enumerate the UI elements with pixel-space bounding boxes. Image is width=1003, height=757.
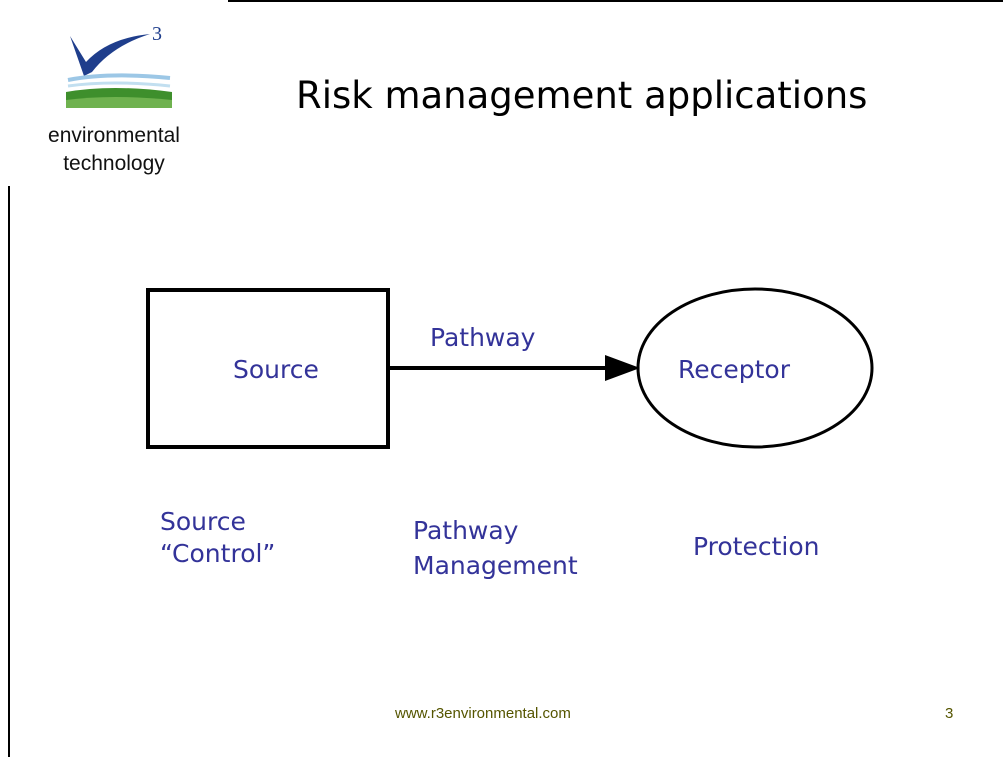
pathway-arrowhead-icon [605,355,640,381]
pathway-management-line2: Management [413,551,578,580]
logo-mark-icon: 3 [66,23,172,108]
footer-url: www.r3environmental.com [395,705,571,722]
left-border-line [8,186,10,757]
receptor-ellipse [636,287,874,449]
logo-text-environmental: environmental [48,124,180,147]
pathway-management-line1: Pathway [413,516,519,545]
source-control-line1: Source [160,507,246,536]
protection-label: Protection [693,532,820,561]
source-control-line2: “Control” [160,539,276,568]
top-border-line [228,0,1003,2]
pathway-label: Pathway [430,323,536,352]
slide-title: Risk management applications [296,74,868,117]
source-label: Source [233,355,319,384]
page-number: 3 [945,705,954,722]
receptor-label: Receptor [678,355,790,384]
company-logo: 3 environmental technology [0,0,228,186]
svg-text:3: 3 [152,23,162,45]
logo-text-technology: technology [63,152,165,175]
